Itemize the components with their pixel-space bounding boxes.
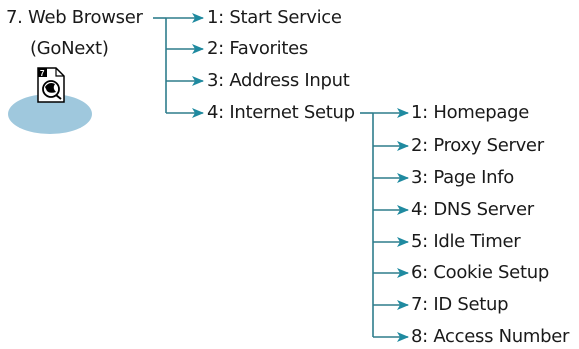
menu-item-proxy-server: 2: Proxy Server [411, 135, 544, 156]
menu-item-idle-timer: 5: Idle Timer [411, 231, 521, 252]
menu-item-cookie-setup: 6: Cookie Setup [411, 262, 549, 283]
menu-item-address-input: 3: Address Input [207, 70, 350, 91]
menu-item-homepage: 1: Homepage [411, 102, 530, 123]
root-title: 7. Web Browser [6, 7, 143, 28]
browser-globe-icon: 7 [4, 66, 100, 136]
icon-badge: 7 [40, 69, 45, 78]
root-subtitle: (GoNext) [30, 38, 109, 59]
menu-item-id-setup: 7: ID Setup [411, 294, 509, 315]
menu-item-internet-setup: 4: Internet Setup [207, 102, 355, 123]
menu-item-favorites: 2: Favorites [207, 38, 308, 59]
menu-item-page-info: 3: Page Info [411, 167, 515, 188]
menu-item-access-number: 8: Access Number [411, 326, 570, 347]
menu-item-dns-server: 4: DNS Server [411, 199, 534, 220]
menu-item-start-service: 1: Start Service [207, 7, 342, 28]
